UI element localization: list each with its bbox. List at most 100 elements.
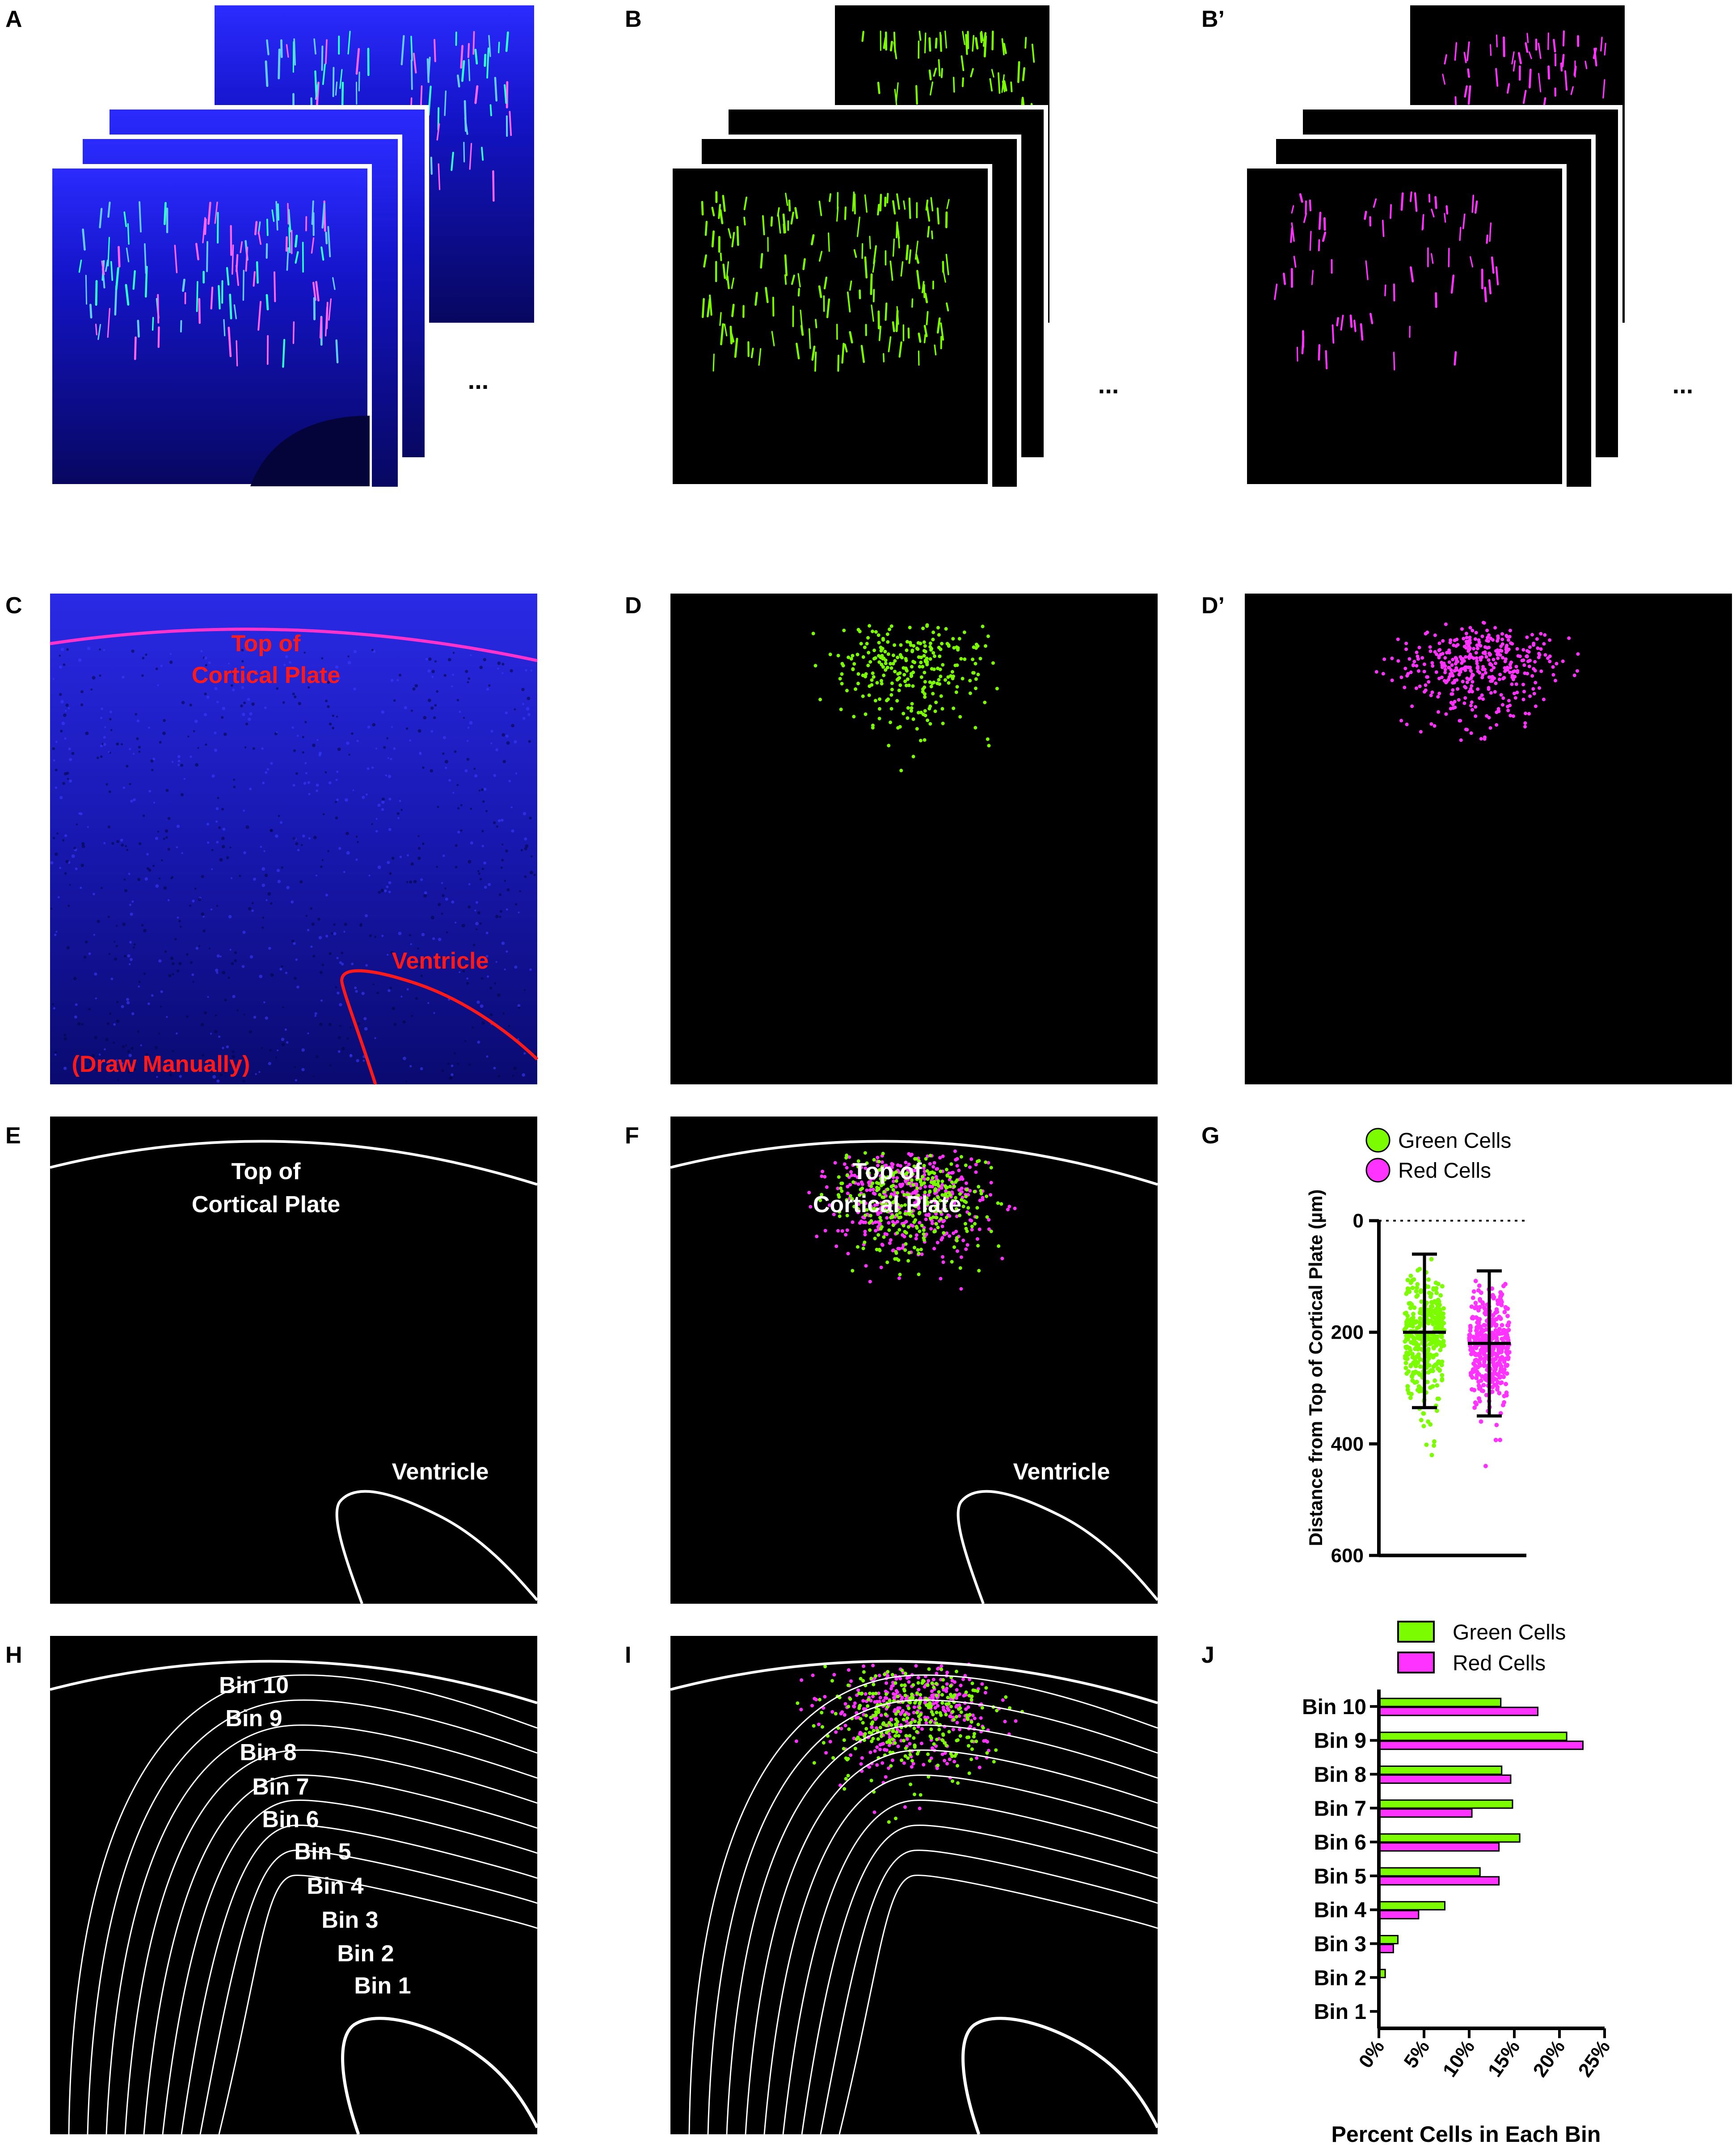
cell-dot bbox=[989, 1229, 993, 1233]
cell-streak bbox=[860, 345, 865, 363]
nucleus-speck bbox=[205, 743, 207, 746]
cell-dot bbox=[820, 1711, 824, 1715]
cell-streak bbox=[750, 347, 754, 358]
nucleus-speck bbox=[413, 880, 417, 884]
cell-dot bbox=[914, 1233, 919, 1237]
cell-dot bbox=[1434, 670, 1438, 674]
cell-dot bbox=[1442, 662, 1446, 666]
nucleus-speck bbox=[319, 751, 322, 755]
nucleus-speck bbox=[316, 789, 318, 792]
nucleus-speck bbox=[201, 912, 205, 916]
cell-dot bbox=[880, 682, 884, 686]
cell-dot bbox=[933, 1706, 937, 1710]
nucleus-speck bbox=[336, 679, 339, 682]
cell-dot bbox=[1501, 696, 1505, 700]
cell-dot bbox=[1450, 663, 1454, 667]
cell-dot bbox=[868, 1214, 872, 1218]
cell-dot bbox=[957, 1692, 961, 1696]
cell-streak bbox=[1444, 54, 1447, 65]
cell-dot bbox=[910, 1209, 914, 1214]
cell-dot bbox=[906, 716, 910, 720]
cell-dot bbox=[933, 709, 937, 713]
cell-dot bbox=[906, 1756, 910, 1760]
cell-dot bbox=[821, 1170, 825, 1174]
cell-streak bbox=[1459, 227, 1462, 241]
cell-dot bbox=[913, 1195, 917, 1199]
cell-dot bbox=[1403, 686, 1407, 690]
cell-dot bbox=[811, 1673, 815, 1677]
nucleus-speck bbox=[52, 837, 55, 839]
nucleus-speck bbox=[282, 1006, 284, 1008]
nucleus-speck bbox=[497, 667, 499, 670]
nucleus-speck bbox=[497, 661, 501, 665]
cell-dot bbox=[877, 1186, 881, 1190]
data-point bbox=[1474, 1328, 1479, 1333]
nucleus-speck bbox=[294, 977, 297, 980]
nucleus-speck bbox=[187, 735, 190, 737]
cell-dot bbox=[959, 657, 963, 661]
nucleus-speck bbox=[211, 774, 215, 778]
cell-dot bbox=[1407, 657, 1412, 661]
cell-dot bbox=[1500, 632, 1504, 636]
nucleus-speck bbox=[165, 836, 168, 839]
cell-streak bbox=[1293, 256, 1297, 268]
cell-dot bbox=[931, 637, 935, 641]
cell-dot bbox=[849, 1170, 853, 1174]
cell-dot bbox=[983, 700, 987, 704]
cell-dot bbox=[894, 1197, 898, 1201]
cell-dot bbox=[839, 1186, 843, 1190]
cell-dot bbox=[1443, 664, 1447, 668]
nucleus-speck bbox=[128, 1054, 132, 1058]
nucleus-speck bbox=[202, 1054, 205, 1057]
cell-dot bbox=[972, 1735, 976, 1739]
nucleus-speck bbox=[452, 674, 455, 676]
cell-dot bbox=[1534, 681, 1538, 685]
nucleus-speck bbox=[202, 915, 205, 918]
nucleus-speck bbox=[307, 781, 310, 784]
cell-dot bbox=[911, 1214, 915, 1218]
data-point bbox=[1496, 1301, 1500, 1306]
cell-streak bbox=[991, 69, 994, 78]
cell-dot bbox=[800, 1678, 804, 1682]
nucleus-speck bbox=[69, 884, 71, 886]
cell-dot bbox=[881, 665, 885, 669]
cell-dot bbox=[899, 768, 903, 772]
nucleus-speck bbox=[129, 958, 133, 961]
nucleus-speck bbox=[167, 817, 171, 820]
cell-dot bbox=[928, 1216, 932, 1220]
nucleus-speck bbox=[245, 722, 249, 725]
nucleus-speck bbox=[55, 786, 58, 789]
cell-dot bbox=[1405, 722, 1409, 726]
bin-label: Bin 6 bbox=[262, 1807, 319, 1833]
nucleus-speck bbox=[95, 997, 97, 999]
cell-dot bbox=[848, 1194, 852, 1198]
data-point bbox=[1429, 1300, 1434, 1305]
cell-streak bbox=[265, 60, 269, 87]
panel-letter-dprime: D’ bbox=[1201, 593, 1225, 619]
nucleus-speck bbox=[157, 684, 159, 687]
cell-dot bbox=[967, 1735, 971, 1739]
cell-dot bbox=[881, 1721, 885, 1725]
cell-dot bbox=[934, 1222, 938, 1226]
cell-dot bbox=[872, 1810, 876, 1814]
nucleus-speck bbox=[368, 874, 371, 877]
cell-streak bbox=[861, 243, 864, 259]
nucleus-speck bbox=[308, 792, 311, 796]
cell-dot bbox=[1433, 633, 1437, 637]
cell-streak bbox=[861, 31, 864, 42]
cell-dot bbox=[954, 1230, 958, 1234]
cell-streak bbox=[101, 260, 105, 275]
cell-dot bbox=[884, 1163, 888, 1167]
cell-streak bbox=[837, 354, 840, 372]
cell-dot bbox=[1543, 653, 1547, 657]
nucleus-speck bbox=[372, 723, 376, 727]
cell-dot bbox=[856, 1165, 860, 1169]
cell-streak bbox=[436, 123, 440, 141]
cell-dot bbox=[884, 658, 888, 662]
nucleus-speck bbox=[263, 850, 265, 852]
cell-dot bbox=[913, 1743, 917, 1747]
data-point bbox=[1426, 1284, 1431, 1289]
cell-dot bbox=[867, 651, 871, 655]
data-point bbox=[1504, 1356, 1508, 1361]
nucleus-speck bbox=[189, 904, 192, 907]
